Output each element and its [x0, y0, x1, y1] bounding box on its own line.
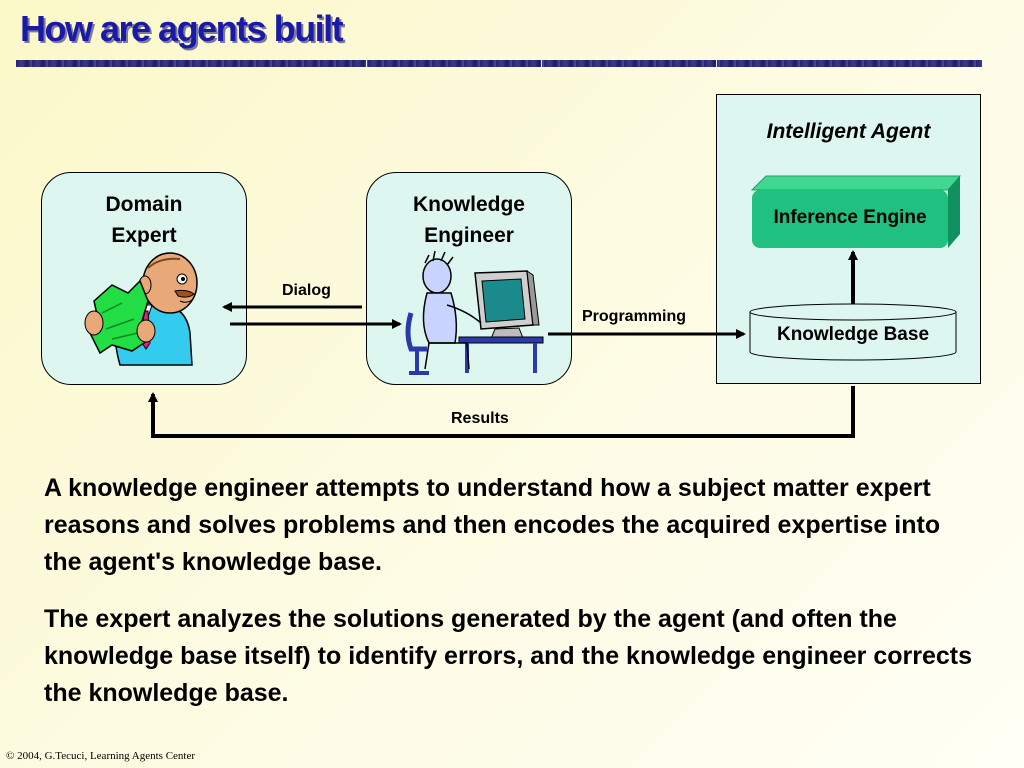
title-rule	[16, 60, 982, 67]
body-paragraph-1: A knowledge engineer attempts to underst…	[44, 474, 941, 576]
results-arrow	[148, 386, 855, 438]
domain-expert-label-line2: Expert	[111, 224, 177, 247]
inference-engine-label: Inference Engine	[773, 207, 927, 228]
domain-expert-node: Domain Expert	[41, 172, 247, 385]
body-paragraph-2: The expert analyzes the solutions genera…	[44, 605, 973, 707]
domain-expert-label-line1: Domain	[105, 193, 183, 216]
knowledge-engineer-label-line2: Engineer	[424, 224, 514, 247]
knowledge-engineer-icon	[405, 250, 544, 375]
intelligent-agent-label: Intelligent Agent	[766, 120, 931, 143]
results-label: Results	[451, 410, 509, 427]
knowledge-engineer-node: Knowledge Engineer	[366, 172, 572, 385]
knowledge-engineer-label-line1: Knowledge	[412, 193, 525, 216]
slide-title: How are agents built	[20, 8, 344, 49]
dialog-label: Dialog	[282, 282, 331, 299]
inference-engine-node	[750, 175, 962, 248]
domain-expert-icon	[84, 252, 198, 366]
knowledge-base-node	[749, 303, 957, 361]
knowledge-base-label: Knowledge Base	[776, 324, 930, 345]
programming-label: Programming	[582, 308, 687, 325]
footer-copyright: © 2004, G.Tecuci, Learning Agents Center	[6, 750, 196, 762]
